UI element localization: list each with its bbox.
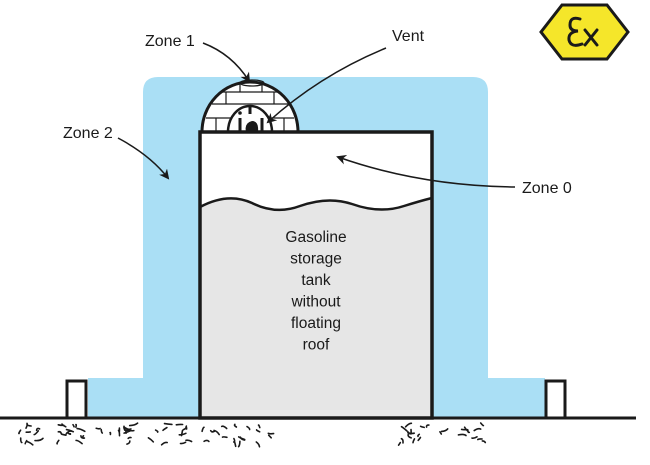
soil-mark	[246, 425, 251, 431]
soil-mark	[477, 438, 483, 441]
soil-mark	[60, 433, 67, 436]
soil-mark	[154, 429, 159, 433]
soil-mark	[163, 422, 173, 426]
soil-mark	[95, 427, 101, 430]
soil-mark	[72, 423, 75, 428]
soil-mark	[65, 430, 73, 435]
soil-mark	[75, 439, 83, 445]
soil-mark	[457, 433, 467, 437]
zone-0-label: Zone 0	[522, 180, 572, 197]
soil-mark	[65, 428, 75, 433]
soil-mark	[397, 441, 402, 446]
atex-ex-hexagon-icon	[539, 3, 630, 61]
soil-mark	[255, 441, 261, 448]
tank-label-line: storage	[290, 251, 342, 268]
zone-0-arrow	[336, 154, 516, 188]
soil-mark	[425, 424, 430, 428]
soil-mark	[185, 439, 193, 443]
right-post	[544, 379, 567, 420]
soil-mark	[34, 437, 44, 442]
soil-mark	[76, 427, 86, 433]
zone-1-arrow	[202, 42, 251, 83]
soil-mark	[26, 440, 34, 446]
soil-mark	[57, 430, 63, 435]
soil-mark	[33, 430, 40, 436]
soil-mark	[56, 439, 60, 445]
soil-mark	[19, 437, 23, 444]
soil-mark	[412, 438, 416, 444]
soil-mark	[160, 441, 168, 446]
soil-mark	[255, 429, 261, 433]
soil-mark	[237, 440, 241, 448]
soil-mark	[127, 436, 132, 440]
soil-mark	[220, 425, 228, 430]
soil-mark	[417, 433, 421, 438]
left-post	[65, 379, 88, 420]
soil-mark	[463, 426, 469, 432]
soil-texture	[18, 422, 487, 448]
soil-mark	[440, 428, 449, 433]
soil-mark	[203, 439, 210, 443]
soil-mark	[127, 428, 135, 432]
soil-mark	[419, 425, 425, 429]
soil-mark	[123, 429, 130, 432]
soil-mark	[18, 429, 22, 435]
soil-mark	[126, 440, 131, 445]
soil-mark	[400, 437, 404, 444]
tank-label-line: tank	[301, 272, 331, 289]
zone-2-arrow	[117, 137, 170, 180]
liquid-body	[200, 198, 432, 418]
soil-mark	[26, 423, 32, 427]
soil-mark	[257, 424, 261, 429]
soil-mark	[128, 422, 139, 427]
soil-mark	[61, 423, 67, 428]
soil-mark	[147, 437, 155, 443]
soil-mark	[237, 436, 246, 441]
soil-mark	[267, 434, 272, 439]
soil-mark	[66, 431, 72, 436]
soil-mark	[471, 436, 478, 440]
vent-label: Vent	[392, 28, 425, 45]
soil-mark	[182, 427, 188, 431]
tank-label: Gasoline storage tank without floating roof	[285, 229, 346, 354]
soil-mark	[201, 426, 205, 433]
zone-1-label: Zone 1	[145, 33, 195, 50]
gasoline-tank	[198, 130, 434, 420]
soil-mark	[35, 427, 41, 432]
soil-mark	[481, 440, 487, 444]
soil-mark	[417, 436, 422, 442]
soil-mark	[233, 440, 237, 448]
soil-mark	[473, 427, 482, 432]
soil-mark	[209, 429, 216, 433]
soil-mark	[100, 428, 104, 434]
soil-mark	[179, 441, 187, 445]
soil-mark	[407, 434, 412, 439]
soil-mark	[162, 426, 168, 432]
soil-mark	[233, 423, 238, 428]
tank-label-line: Gasoline	[285, 229, 346, 246]
tank-label-line: roof	[303, 337, 330, 354]
soil-mark	[404, 422, 413, 428]
soil-mark	[80, 435, 86, 439]
soil-mark	[213, 429, 220, 436]
zone-2-label: Zone 2	[63, 125, 113, 142]
tank-label-line: floating	[291, 315, 341, 332]
soil-mark	[439, 431, 443, 435]
liquid-surface	[199, 196, 433, 212]
vent-arrow	[266, 47, 387, 124]
soil-mark	[400, 425, 408, 432]
soil-mark	[479, 422, 485, 427]
soil-mark	[178, 432, 187, 436]
soil-mark	[123, 426, 132, 431]
tank-label-line: without	[290, 294, 341, 311]
